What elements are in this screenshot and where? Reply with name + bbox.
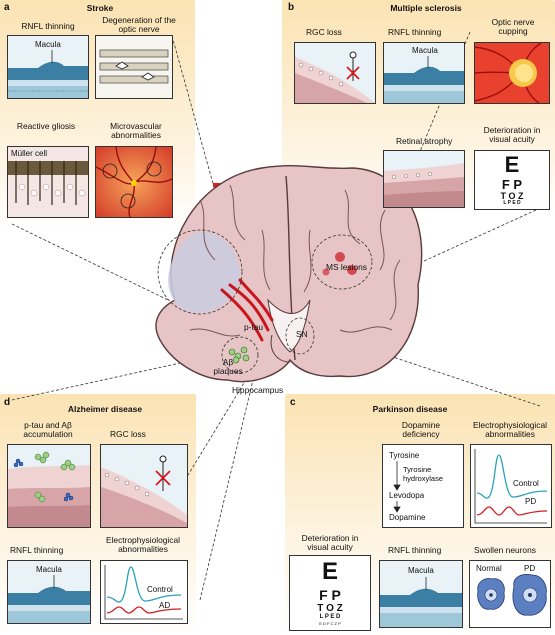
ad-electro-panel: Control AD xyxy=(100,560,188,624)
muller-cell-icon xyxy=(8,147,88,217)
ms-lesions-label: MS lesions xyxy=(326,262,367,272)
pd-eye-chart: E F P T O Z L P E D E D F C Z P xyxy=(289,555,371,631)
macula-label: Macula xyxy=(35,40,61,49)
pd-rnfl-label: RNFL thinning xyxy=(388,545,442,555)
macula-label: Macula xyxy=(408,566,434,575)
dopamine-pathway-panel: Tyrosine Tyrosine hydroxylase Levodopa D… xyxy=(382,444,464,528)
parkinson-title: Parkinson disease xyxy=(372,404,448,414)
panel-letter-d: d xyxy=(4,397,11,408)
gliosis-panel: Müller cell xyxy=(7,146,89,218)
ad-legend: AD xyxy=(159,601,171,610)
stroke-title: Stroke xyxy=(86,3,114,13)
cupping-label: Optic nerve cupping xyxy=(491,17,535,37)
plaque-accumulation-icon xyxy=(8,445,90,527)
accumulation-label: p-tau and Aβ accumulation xyxy=(23,420,73,440)
atrophy-label: Retinal atrophy xyxy=(396,136,453,146)
ms-rgc-label: RGC loss xyxy=(306,27,342,37)
eye-chart-row-2: F P xyxy=(501,177,523,192)
ad-rnfl-label: RNFL thinning xyxy=(10,545,64,555)
swollen-neurons-label: Swollen neurons xyxy=(474,545,536,555)
panel-letter-b: b xyxy=(288,2,295,13)
eye-chart-row-4: L P E D xyxy=(319,614,341,620)
hippocampus-label: Hippocampus xyxy=(232,385,284,395)
pd-legend: PD xyxy=(525,497,537,506)
abeta-label: Aβ plaques xyxy=(213,357,243,377)
degeneration-label: Degeneration of the optic nerve xyxy=(102,15,176,35)
retina-cross-section-icon xyxy=(8,36,88,98)
gliosis-label: Reactive gliosis xyxy=(16,121,76,131)
eye-chart-row-2: F P xyxy=(319,587,341,603)
retina-cross-section-icon xyxy=(384,43,464,103)
control-legend: Control xyxy=(147,585,173,594)
ms-title: Multiple sclerosis xyxy=(390,3,462,13)
ad-electro-label: Electrophysiological abnormalities xyxy=(105,535,181,555)
muller-cell-label: Müller cell xyxy=(11,149,48,158)
normal-label: Normal xyxy=(476,564,502,573)
retina-cross-section-icon xyxy=(380,561,462,627)
rgc-loss-icon xyxy=(101,445,187,527)
tyrosine-label: Tyrosine xyxy=(389,451,420,460)
eye-chart-row-5: E D F C Z P xyxy=(319,621,341,626)
eye-chart-row-3: T O Z xyxy=(317,603,343,614)
pd-waveform-icon xyxy=(474,449,548,524)
ad-rgc-panel xyxy=(100,444,188,528)
microvascular-icon xyxy=(96,147,172,217)
pd-neuron-label: PD xyxy=(524,564,536,573)
alzheimer-title: Alzheimer disease xyxy=(67,404,143,414)
eye-chart-row-1: E xyxy=(504,152,520,177)
pd-electro-label: Electrophysiological abnormalities xyxy=(472,420,548,440)
atrophy-panel xyxy=(383,150,465,208)
eye-chart-row-3: T O Z xyxy=(500,191,524,201)
rgc-loss-icon xyxy=(295,43,375,103)
dopamine-label: Dopamine xyxy=(389,513,426,522)
ad-rgc-label: RGC loss xyxy=(110,429,146,439)
macula-label: Macula xyxy=(412,46,438,55)
cupping-panel xyxy=(474,42,550,104)
ad-rnfl-panel: Macula xyxy=(7,560,91,624)
eye-chart-row-1: E xyxy=(321,558,338,585)
ms-rnfl-panel: Macula xyxy=(383,42,465,104)
pd-acuity-label: Deterioration in visual acuity xyxy=(301,533,359,553)
accumulation-panel xyxy=(7,444,91,528)
levodopa-label: Levodopa xyxy=(389,491,425,500)
retinal-atrophy-icon xyxy=(384,151,464,207)
hydroxylase-label: Tyrosine hydroxylase xyxy=(403,465,444,483)
ms-acuity-label: Deterioration in visual acuity xyxy=(483,125,541,145)
macula-label: Macula xyxy=(36,565,62,574)
ptau-label: p-tau xyxy=(244,322,264,332)
optic-nerve-icon xyxy=(96,36,172,98)
swollen-neurons-panel: Normal PD xyxy=(469,560,551,628)
pathway-arrows-icon xyxy=(393,461,401,513)
pd-rnfl-panel: Macula xyxy=(379,560,463,628)
pd-electro-panel: Control PD xyxy=(470,444,552,528)
panel-letter-c: c xyxy=(290,397,296,408)
retina-cross-section-icon xyxy=(8,561,90,623)
control-legend: Control xyxy=(513,479,539,488)
ad-waveform-icon xyxy=(104,565,183,620)
microvascular-panel xyxy=(95,146,173,218)
ms-rnfl-label: RNFL thinning xyxy=(388,27,442,37)
ms-rgc-panel xyxy=(294,42,376,104)
eye-chart-row-4: L P E D xyxy=(503,200,521,206)
microvascular-label: Microvascular abnormalities xyxy=(110,121,162,141)
ms-eye-chart: E F P T O Z L P E D xyxy=(474,150,550,210)
optic-disc-icon xyxy=(475,43,549,103)
stroke-rnfl-panel: Macula xyxy=(7,35,89,99)
sn-label: SN xyxy=(296,329,308,339)
stroke-rnfl-label: RNFL thinning xyxy=(21,21,75,31)
panel-letter-a: a xyxy=(4,2,10,13)
degeneration-panel xyxy=(95,35,173,99)
neurons-icon xyxy=(470,561,550,627)
dopamine-deficiency-label: Dopamine deficiency xyxy=(401,420,441,440)
